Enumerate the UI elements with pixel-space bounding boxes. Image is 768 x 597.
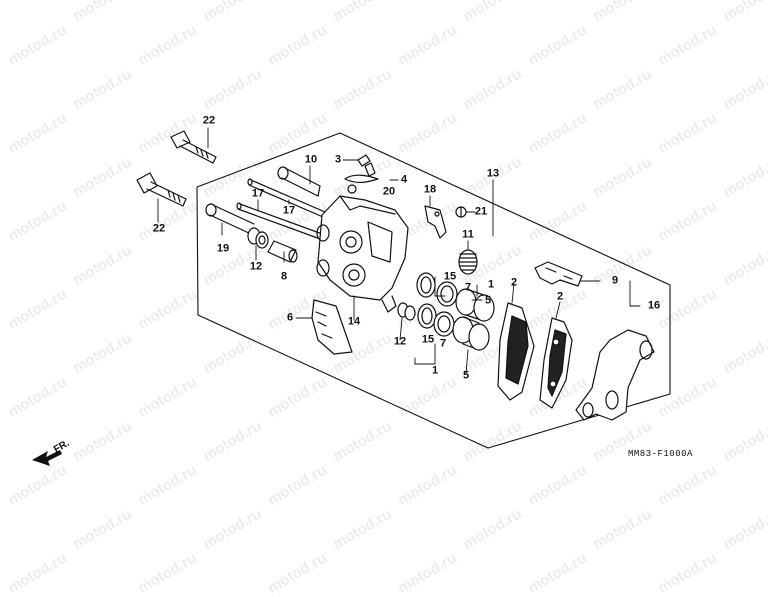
pad-spring-9 — [534, 261, 583, 287]
callout-17-upper: 17 — [251, 187, 265, 200]
piston-5-lower — [452, 316, 490, 351]
seal-7-upper — [436, 281, 458, 307]
pin-17-upper — [247, 178, 326, 218]
bleed-screw-3 — [357, 154, 376, 177]
callout-18: 18 — [423, 183, 437, 196]
spring-11 — [458, 249, 478, 275]
callout-19: 19 — [216, 242, 230, 255]
callout-14: 14 — [347, 315, 361, 328]
front-arrow-icon — [32, 450, 62, 466]
pin-10 — [277, 166, 321, 197]
bracket-16 — [575, 329, 655, 421]
sleeve-8 — [267, 240, 298, 263]
bolt-21 — [455, 206, 467, 218]
callout-8: 8 — [280, 270, 288, 283]
callout-15-upper: 15 — [443, 270, 457, 283]
callout-22-upper: 22 — [202, 114, 216, 127]
callout-9: 9 — [611, 274, 619, 287]
retainer-18 — [424, 205, 447, 239]
seal-15-lower — [417, 303, 437, 329]
callout-1-upper: 1 — [487, 278, 495, 291]
pin-17-lower — [236, 202, 326, 241]
bolt-22-upper — [170, 130, 217, 164]
callout-17-lower: 17 — [282, 204, 296, 217]
seal-15-upper — [416, 272, 436, 298]
bolt-22-lower — [136, 172, 187, 207]
seal-7-lower — [433, 311, 455, 337]
callout-21: 21 — [474, 205, 488, 218]
callout-7-upper: 7 — [464, 281, 472, 294]
brake-pad-2-upper — [497, 302, 535, 401]
callout-12-lower: 12 — [393, 335, 407, 348]
shim-6 — [311, 299, 353, 355]
clip-4-20 — [344, 174, 379, 194]
callout-3: 3 — [334, 153, 342, 166]
callout-11: 11 — [462, 228, 474, 241]
caliper-body-14 — [316, 195, 409, 313]
callout-12-upper: 12 — [249, 260, 263, 273]
callout-2-lower: 2 — [556, 290, 564, 303]
brake-caliper-drawing — [32, 127, 671, 466]
brake-pad-2-lower — [539, 317, 573, 409]
callout-5-lower: 5 — [462, 369, 470, 382]
callout-13: 13 — [486, 167, 500, 180]
callout-7-lower: 7 — [439, 337, 447, 350]
assembly-frame — [196, 132, 671, 449]
callout-5-upper: 5 — [484, 294, 492, 307]
boot-12-upper — [247, 227, 269, 249]
diagram-code: MM83-F1000A — [628, 449, 693, 459]
boot-12-lower — [397, 302, 416, 321]
callout-22-lower: 22 — [152, 222, 166, 235]
callout-20: 20 — [382, 185, 396, 198]
pin-19 — [205, 203, 255, 235]
callout-1-lower: 1 — [431, 364, 439, 377]
callout-10: 10 — [304, 153, 318, 166]
callout-6: 6 — [286, 311, 294, 324]
piston-5-upper — [455, 288, 495, 322]
callout-4: 4 — [400, 173, 408, 186]
callout-2-upper: 2 — [510, 276, 518, 289]
callout-15-lower: 15 — [421, 333, 435, 346]
callout-16: 16 — [647, 299, 661, 312]
